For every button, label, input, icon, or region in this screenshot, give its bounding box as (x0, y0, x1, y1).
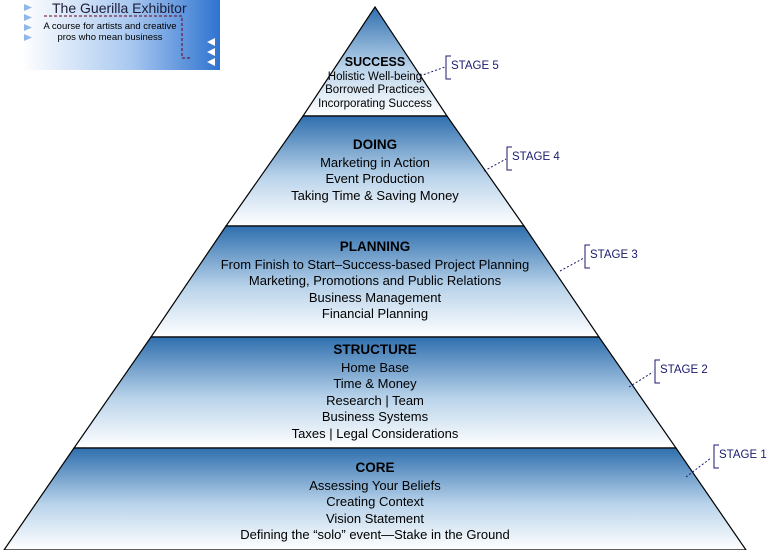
tier-planning-line: Marketing, Promotions and Public Relatio… (248, 273, 502, 288)
tier-doing-title: DOING (352, 137, 398, 152)
logo-subtitle: A course for artists and creative pros w… (43, 21, 177, 43)
logo-title: The Guerilla Exhibitor (52, 0, 187, 16)
tier-structure-line: Taxes | Legal Considerations (291, 425, 459, 441)
tier-core-line: Creating Context (326, 494, 424, 509)
tier-planning-line: From Finish to Start–Success-based Proje… (220, 256, 530, 272)
logo-arrows-left (24, 4, 32, 41)
tier-core-line: Assessing Your Beliefs (309, 477, 441, 493)
tier-structure-title: STRUCTURE (333, 342, 417, 357)
stage-brackets (419, 55, 719, 478)
tier-planning-text: PLANNING From Finish to Start–Success-ba… (174, 239, 576, 323)
tier-doing-line: Marketing in Action (320, 154, 430, 170)
tier-planning-line: Financial Planning (321, 306, 429, 321)
tier-planning-title: PLANNING (339, 239, 411, 254)
tier-planning-line: Business Management (308, 289, 442, 305)
tier-doing-text: DOING Marketing in Action Event Producti… (224, 137, 526, 204)
tier-success-line: Holistic Well-being (327, 70, 423, 83)
logo-block (22, 0, 220, 70)
stage-label-5: STAGE 5 (451, 60, 499, 72)
tier-structure-line: Business Systems (321, 409, 429, 424)
tier-core-text: CORE Assessing Your Beliefs Creating Con… (174, 460, 576, 544)
connector-stage-2 (628, 371, 654, 388)
tier-success-line: Incorporating Success (318, 97, 432, 110)
tier-structure-line: Time & Money (333, 376, 417, 391)
tier-core-line: Vision Statement (325, 510, 425, 526)
connector-stage-1 (685, 457, 712, 478)
stage-label-1: STAGE 1 (719, 449, 767, 461)
stage-label-4: STAGE 4 (512, 151, 560, 163)
tier-structure-line: Home Base (341, 359, 409, 375)
tier-core (3, 447, 747, 550)
tier-core-line: Defining the “solo” event—Stake in the G… (240, 527, 510, 542)
bracket-stage-5 (445, 55, 451, 80)
tier-doing-line: Event Production (325, 171, 425, 186)
tier-structure-text: STRUCTURE Home Base Time & Money Researc… (174, 342, 576, 442)
tier-core-title: CORE (355, 460, 395, 475)
connector-stage-3 (559, 257, 585, 272)
connector-stage-4 (483, 158, 507, 172)
stage-label-3: STAGE 3 (590, 249, 638, 261)
tier-success-title: SUCCESS (344, 55, 406, 69)
tier-success-text: SUCCESS Holistic Well-being Borrowed Pra… (274, 55, 476, 111)
tier-success-line: Borrowed Practices (325, 84, 425, 96)
bracket-stage-2 (654, 359, 660, 384)
tier-structure-line: Research | Team (326, 392, 424, 408)
tier-doing-line: Taking Time & Saving Money (291, 187, 459, 203)
bracket-stage-4 (506, 146, 512, 171)
bracket-stage-1 (713, 444, 719, 469)
connector-stage-5 (419, 66, 446, 77)
logo-arrows-right (207, 38, 215, 66)
stage-label-2: STAGE 2 (660, 364, 708, 376)
bracket-stage-3 (584, 244, 590, 269)
